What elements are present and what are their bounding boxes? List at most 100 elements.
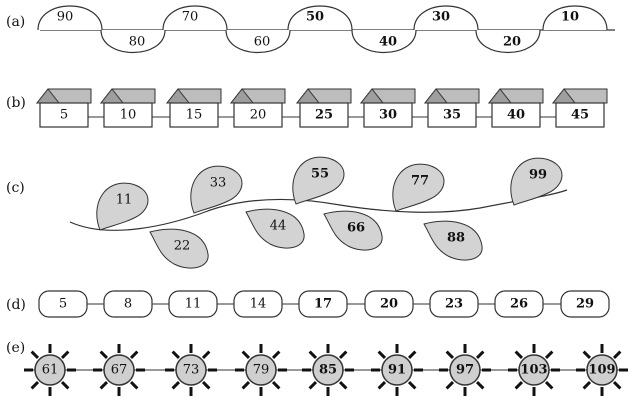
sun-ray bbox=[60, 380, 70, 390]
sun-ray bbox=[308, 350, 318, 360]
wave-hump: 30 bbox=[413, 5, 479, 31]
sun-disc bbox=[175, 354, 207, 386]
wave-number: 30 bbox=[432, 10, 450, 25]
wave-number: 10 bbox=[561, 10, 579, 25]
leaf-shape bbox=[323, 210, 383, 251]
sun-disc bbox=[518, 354, 550, 386]
wave-hump-shape bbox=[162, 5, 228, 31]
sun: 97 bbox=[439, 344, 491, 396]
leaf-shape bbox=[392, 163, 445, 212]
house-body bbox=[299, 102, 349, 128]
leaf: 99 bbox=[510, 157, 563, 206]
number-box-frame bbox=[560, 290, 610, 318]
house-number: 20 bbox=[250, 108, 267, 123]
wave-hump-shape bbox=[475, 29, 541, 54]
house-body bbox=[363, 102, 413, 128]
wave-number: 90 bbox=[57, 10, 74, 25]
sun-ray bbox=[377, 350, 387, 360]
sun-disc bbox=[381, 354, 413, 386]
house-body bbox=[491, 102, 541, 128]
number-box-frame bbox=[233, 290, 283, 318]
leaf: 66 bbox=[323, 210, 383, 251]
wave-hump-shape bbox=[542, 5, 608, 31]
number-box: 5 bbox=[38, 290, 88, 318]
sun: 73 bbox=[165, 344, 217, 396]
number-box: 8 bbox=[103, 290, 153, 318]
house: 45 bbox=[551, 88, 608, 128]
leaf: 77 bbox=[392, 163, 445, 212]
leaf-shape bbox=[510, 157, 563, 206]
sun-ray bbox=[241, 350, 251, 360]
sun-ray bbox=[99, 380, 109, 390]
wave-hump: 50 bbox=[287, 5, 353, 31]
house-body bbox=[233, 102, 283, 128]
sun-ray bbox=[338, 350, 348, 360]
sun-disc bbox=[103, 354, 135, 386]
sun-number: 85 bbox=[319, 363, 337, 378]
sun-ray bbox=[241, 380, 251, 390]
sun-ray bbox=[30, 350, 40, 360]
leaf: 44 bbox=[245, 208, 305, 249]
leaf-number: 66 bbox=[347, 221, 365, 236]
number-box-frame bbox=[429, 290, 479, 318]
sun: 103 bbox=[508, 344, 560, 396]
sun-ray bbox=[612, 380, 622, 390]
sun-number: 91 bbox=[388, 363, 406, 378]
sun: 85 bbox=[302, 344, 354, 396]
sun-ray bbox=[60, 350, 70, 360]
wave-hump-shape bbox=[351, 29, 417, 54]
sun-ray bbox=[99, 350, 109, 360]
number-box-frame bbox=[298, 290, 348, 318]
house-body bbox=[169, 102, 219, 128]
leaf-number: 11 bbox=[116, 193, 133, 208]
house: 15 bbox=[165, 88, 222, 128]
sun-ray bbox=[271, 350, 281, 360]
wave-hump: 80 bbox=[100, 29, 166, 54]
house-number: 5 bbox=[60, 108, 68, 123]
sun-ray bbox=[475, 350, 485, 360]
house-body bbox=[39, 102, 89, 128]
sun: 79 bbox=[235, 344, 287, 396]
box-number: 23 bbox=[445, 297, 463, 312]
wave-hump-shape bbox=[287, 5, 353, 31]
house-number: 15 bbox=[186, 108, 203, 123]
box-number: 11 bbox=[185, 297, 202, 312]
house-number: 30 bbox=[379, 108, 397, 123]
leaf-shape bbox=[423, 220, 483, 261]
sun-ray bbox=[129, 350, 139, 360]
sun-ray bbox=[544, 350, 554, 360]
sun-ray bbox=[445, 380, 455, 390]
leaf-number: 55 bbox=[311, 167, 329, 182]
number-box: 29 bbox=[560, 290, 610, 318]
sun-ray bbox=[201, 380, 211, 390]
house-body bbox=[427, 102, 477, 128]
leaf: 22 bbox=[149, 228, 209, 269]
box-number: 20 bbox=[380, 297, 398, 312]
wave-number: 40 bbox=[379, 35, 397, 50]
leaf: 88 bbox=[423, 220, 483, 261]
box-number: 8 bbox=[124, 297, 132, 312]
sun: 91 bbox=[371, 344, 423, 396]
house: 40 bbox=[487, 88, 544, 128]
number-box: 23 bbox=[429, 290, 479, 318]
sun-ray bbox=[338, 380, 348, 390]
leaf-shape bbox=[292, 156, 345, 205]
sun: 61 bbox=[24, 344, 76, 396]
house: 5 bbox=[35, 88, 92, 128]
number-box: 20 bbox=[364, 290, 414, 318]
wave-hump-shape bbox=[37, 5, 103, 31]
house: 30 bbox=[359, 88, 416, 128]
wave-hump-shape bbox=[413, 5, 479, 31]
leaf-shape bbox=[190, 165, 243, 214]
sun-ray bbox=[445, 350, 455, 360]
box-number: 14 bbox=[250, 297, 267, 312]
row-b-label: (b) bbox=[6, 95, 26, 111]
wave-number: 20 bbox=[503, 35, 521, 50]
wave-hump-shape bbox=[225, 29, 291, 54]
house: 35 bbox=[423, 88, 480, 128]
sun-ray bbox=[129, 380, 139, 390]
